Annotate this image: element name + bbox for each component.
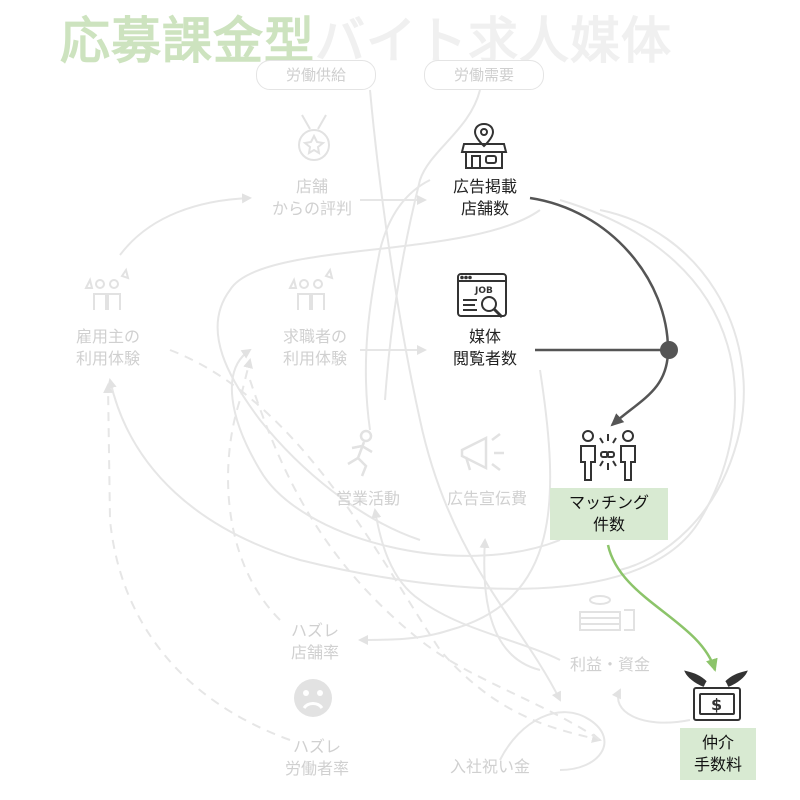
faded-dashed-links (103, 349, 602, 743)
pill-labor-supply: 労働供給 (256, 60, 376, 90)
node-line: 件数 (592, 515, 625, 534)
link-viewers-to-miss-store (358, 369, 552, 645)
link-matching-to-jobseeker (230, 348, 561, 557)
link-profit-to-sales (371, 508, 561, 661)
node-line: 閲覧者数 (452, 349, 517, 368)
node-profit-funds: 利益・資金 (569, 655, 650, 674)
node-jobseeker-experience: 求職者の 利用体験 (265, 326, 365, 370)
winged-money-icon: $ (684, 670, 748, 721)
two-people-handshake-link-icon (580, 430, 636, 481)
node-miss-worker-rate: ハズレ 労働者率 (262, 736, 372, 780)
coin-stack-icon (579, 595, 635, 631)
node-matching-count: マッチング 件数 (550, 488, 668, 540)
link-miss-worker-to-employer (103, 383, 291, 741)
thumbs-up-people-icon-2 (288, 267, 334, 310)
node-advertising-cost: 広告宣伝費 (446, 489, 527, 508)
link-supply-down (369, 89, 561, 702)
node-line: 店舗率 (290, 643, 339, 662)
link-jobseeker-to-miss-store (249, 379, 601, 741)
node-line: 利用体験 (75, 349, 140, 368)
node-store-reputation: 店舗 からの評判 (262, 176, 362, 220)
store-with-pin-icon (460, 122, 508, 169)
megaphone-icon (460, 433, 504, 471)
link-ads-to-matching (529, 196, 670, 427)
junction-dot (660, 341, 678, 359)
node-line: 媒体 (468, 327, 501, 346)
link-employer-to-miss-worker (169, 349, 602, 743)
pill-labor-demand: 労働需要 (424, 60, 544, 90)
link-bonus-loop (499, 711, 606, 771)
node-ad-stores: 広告掲載 店舗数 (430, 176, 540, 220)
node-signing-bonus: 入社祝い金 (449, 757, 530, 776)
node-line: 求職者の (282, 327, 347, 346)
link-right-outer (599, 209, 745, 571)
node-employer-experience: 雇用主の 利用体験 (58, 326, 158, 370)
node-line: 店舗数 (460, 199, 509, 218)
node-media-viewers: 媒体 閲覧者数 (430, 326, 540, 370)
medal-icon (298, 114, 330, 161)
node-miss-store-rate: ハズレ 店舗率 (265, 620, 365, 664)
link-matching-to-fee (606, 544, 718, 672)
node-line: 労働者率 (284, 759, 349, 778)
node-sales-activity: 営業活動 (335, 489, 400, 508)
link-demand-down (384, 89, 481, 401)
link-employer-to-reputation (119, 193, 252, 256)
node-line: 手数料 (693, 755, 742, 774)
job-search-window-icon: JOB (457, 273, 507, 319)
node-line: 雇用主の (75, 327, 140, 346)
faded-links (106, 89, 745, 771)
link-big-loop-right (106, 199, 736, 590)
node-line: 利用体験 (282, 349, 347, 368)
running-person-icon (347, 429, 373, 477)
link-profit-to-ad (479, 538, 541, 671)
link-fee-to-profit (611, 688, 691, 724)
node-line: からの評判 (271, 199, 352, 218)
node-line: 店舗 (295, 177, 328, 196)
thumbs-up-people-icon (84, 267, 130, 310)
link-miss-store-to-jobseeker (227, 358, 281, 621)
link-sales-up (364, 179, 431, 431)
node-line: ハズレ (292, 737, 341, 756)
sad-face-icon (294, 679, 332, 717)
node-line: 仲介 (701, 733, 734, 752)
node-line: 広告掲載 (452, 177, 517, 196)
node-brokerage-fee: 仲介 手数料 (680, 728, 756, 780)
svg-text:JOB: JOB (474, 286, 493, 296)
link-viewers-loop (216, 209, 541, 541)
node-line: ハズレ (290, 621, 339, 640)
svg-text:$: $ (711, 695, 722, 714)
node-line: マッチング (568, 493, 649, 512)
